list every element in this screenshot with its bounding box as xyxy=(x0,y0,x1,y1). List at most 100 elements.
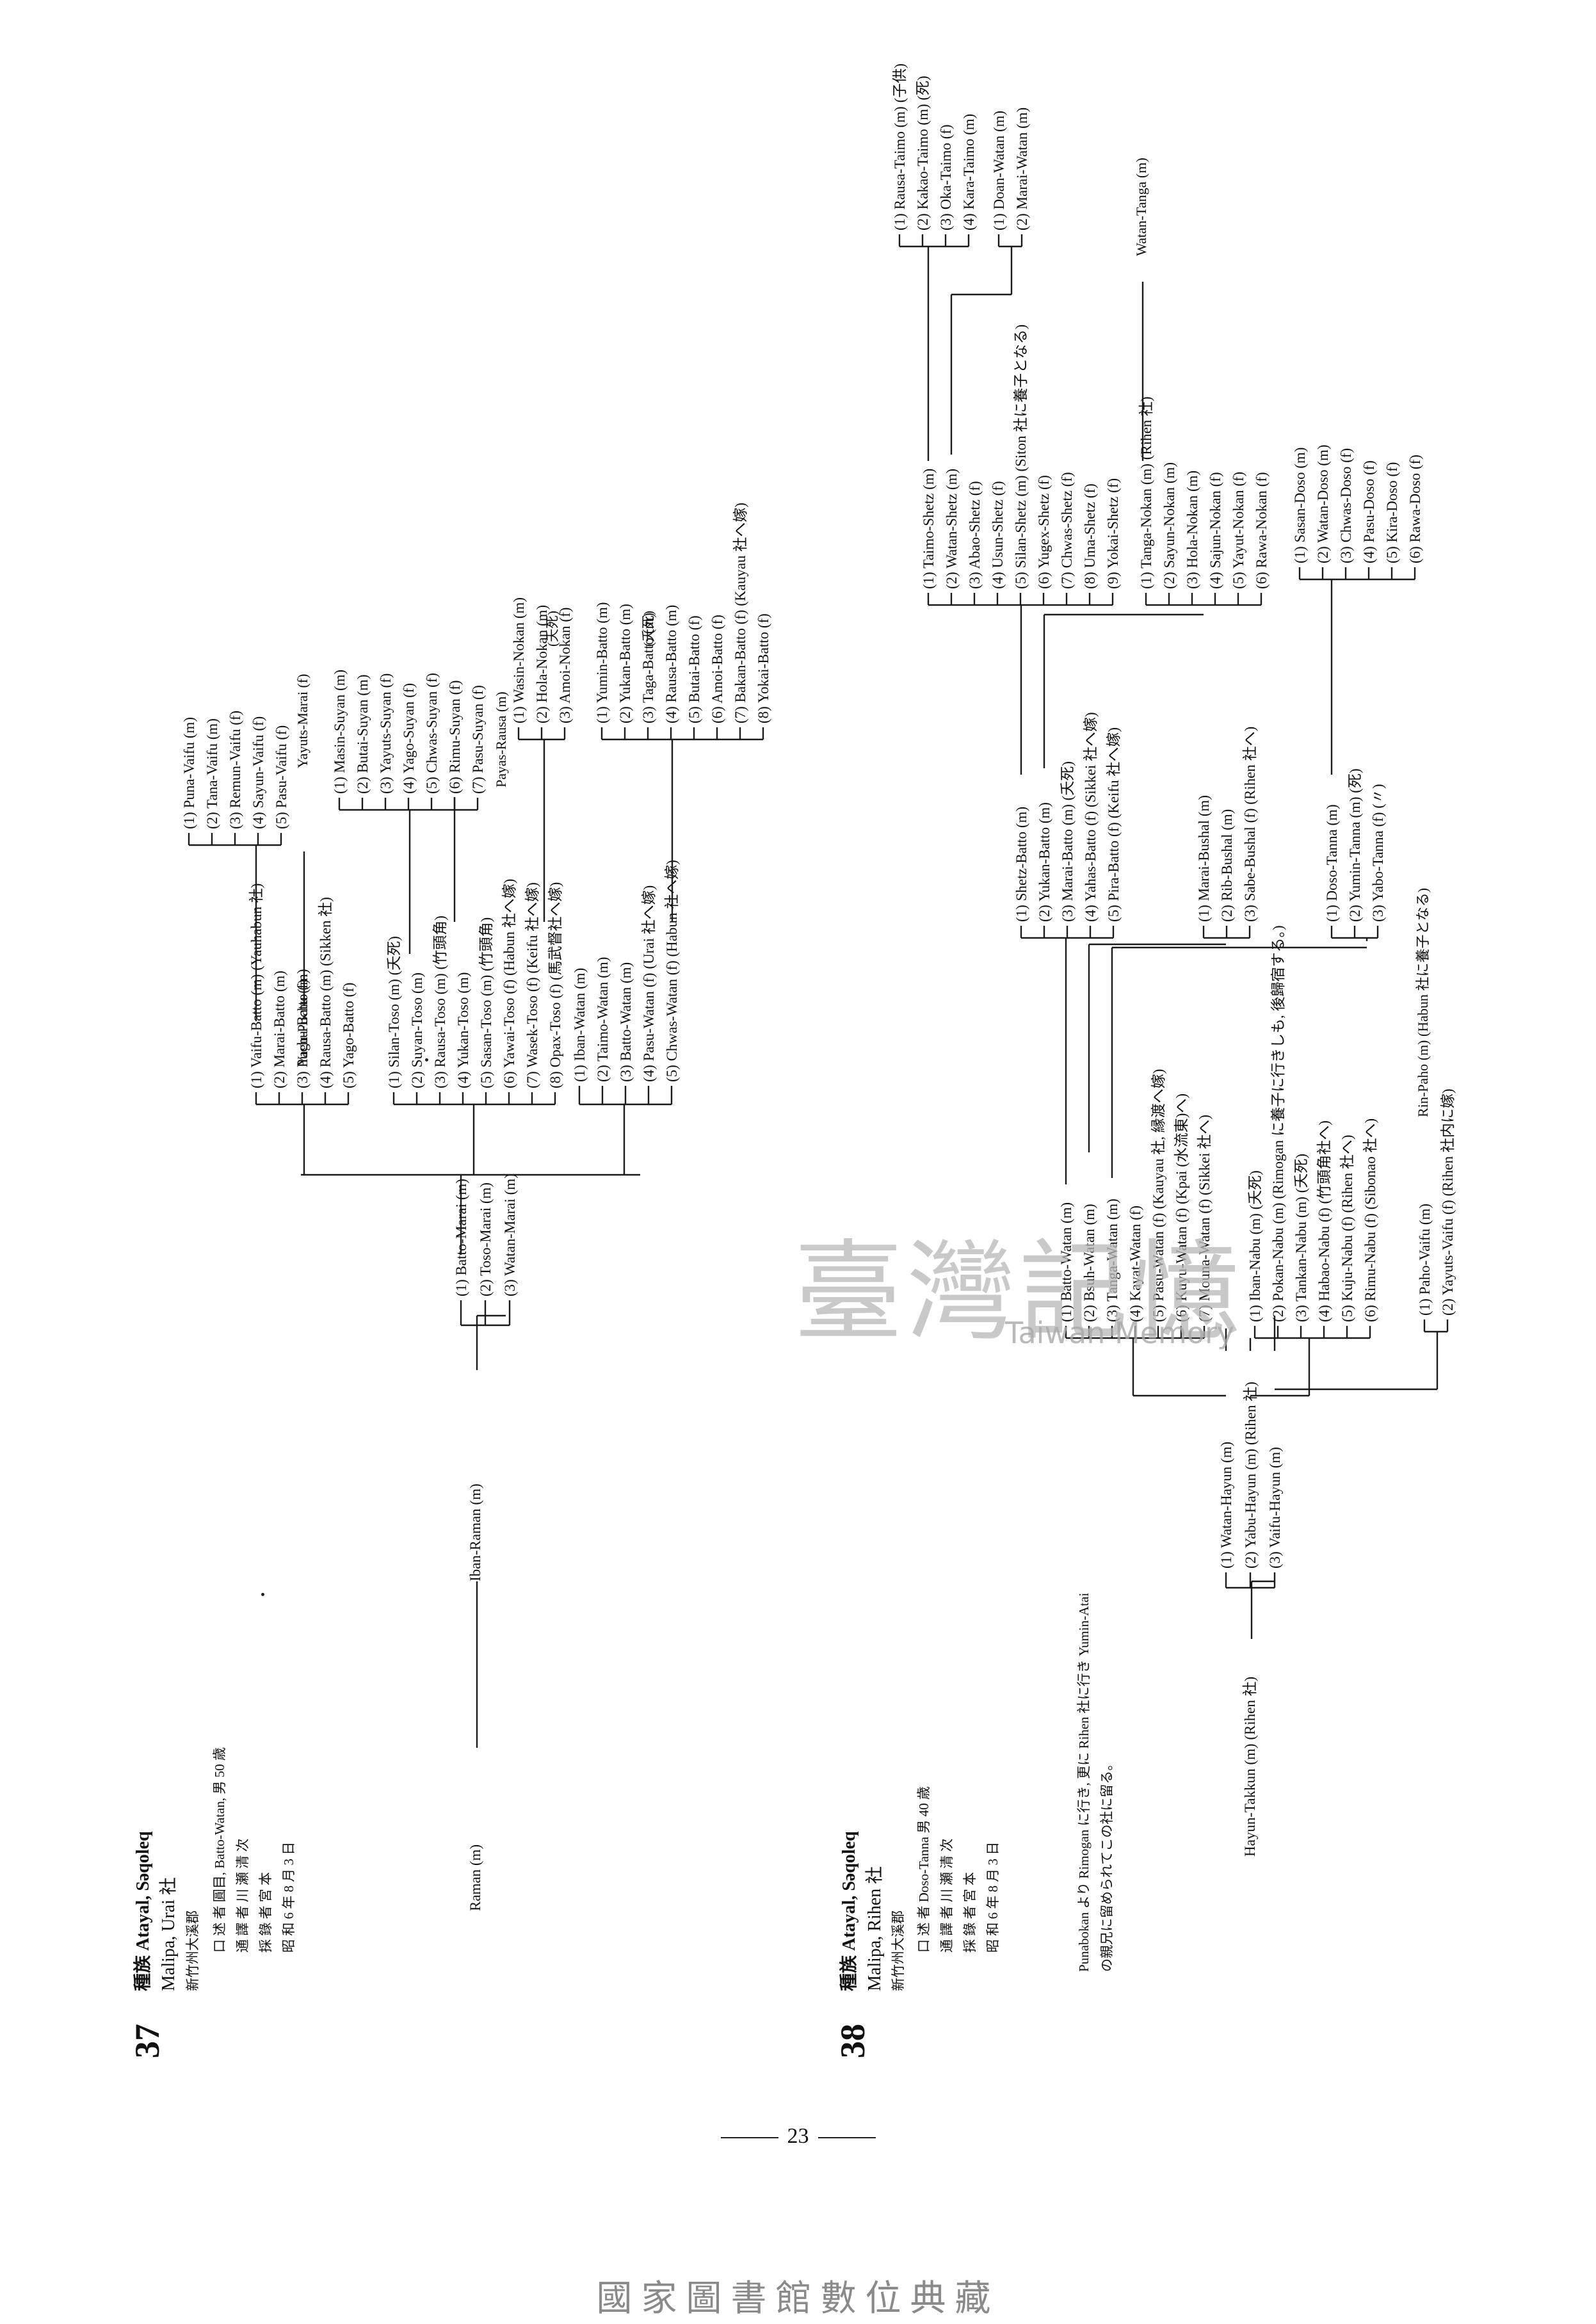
s37-watan-children-1: (1) Iban-Watan (m) xyxy=(572,968,588,1082)
print-speck xyxy=(425,1058,428,1061)
s37-toso-children-2: (2) Suyan-Toso (m) xyxy=(409,972,425,1088)
s38-gen2-1: (1) Watan-Hayun (m) xyxy=(1218,1442,1234,1569)
s38-doso-children-2: (2) Watan-Doso (m) xyxy=(1315,444,1331,563)
s37-toso-children-8: (8) Opax-Toso (f) (馬武督社へ嫁) xyxy=(547,882,563,1088)
s38-nokan-children-1: (1) Tanga-Nokan (m) (Rihen 社) xyxy=(1138,396,1154,589)
s37-suyan-children-7: (7) Pasu-Suyan (f) xyxy=(470,685,486,794)
s37-gen2-2: (2) Toso-Marai (m) xyxy=(478,1182,494,1296)
s37-toso-children-3: (3) Rausa-Toso (m) (竹頭角) xyxy=(432,916,448,1088)
s38-shetz-children-2: (2) Watan-Shetz (m) xyxy=(944,469,960,589)
s38-watan-children-2: (2) Bsuh-Watan (m) xyxy=(1081,1204,1097,1322)
print-speck xyxy=(261,1593,264,1596)
s37-vaifu-children-5: (5) Pasu-Vaifu (f) xyxy=(273,725,289,829)
s38-doso-children-5: (5) Kira-Doso (f) xyxy=(1384,462,1400,563)
s38-bushal-children-3: (3) Sabe-Bushal (f) (Rihen 社へ) xyxy=(1242,727,1258,922)
section-38-note-1: Punabokan より Rimogan に行き, 更に Rihen 社に行き … xyxy=(1076,1593,1092,1972)
s38-taimo-children-4: (4) Kara-Taimo (m) xyxy=(961,114,977,230)
s38-tanna-children-2: (2) Yumin-Tanna (m) (死) xyxy=(1347,768,1363,922)
taiwan-memory-watermark: 臺灣記憶 Taiwan Memory xyxy=(794,1204,1280,1396)
section-38-interpreter: 通 譯 者 川 瀬 清 次 xyxy=(939,1839,955,1953)
s38-watan-tanga: Watan-Tanga (m) xyxy=(1133,157,1149,256)
s37-grand-batto-children-4: (4) Rausa-Batto (m) xyxy=(663,605,679,723)
watermark-main-text: 臺灣記憶 xyxy=(794,1229,1245,1356)
section-37-date: 昭 和 6 年 8 月 3 日 xyxy=(281,1842,296,1953)
s38-nokan-children-6: (6) Rawa-Nokan (f) xyxy=(1253,472,1270,589)
s38-shetz-children-8: (8) Uma-Shetz (f) xyxy=(1082,483,1098,589)
s38-shetz-generation-5: (5) Pira-Batto (f) (Keifu 社へ嫁) xyxy=(1106,727,1122,922)
section-38-recorder: 採 錄 者 宮 本 xyxy=(962,1872,978,1953)
s38-vaifu-children-1: (1) Paho-Vaifu (m) xyxy=(1417,1204,1433,1316)
s37-suyan-children-3: (3) Yayuts-Suyan (f) xyxy=(378,674,394,794)
section-38-note-2: の親兄に留められてこの社に留る。 xyxy=(1099,1757,1115,1972)
s38-watan-children-1: (1) Batto-Watan (m) xyxy=(1058,1202,1074,1322)
page-number-rule-right xyxy=(818,2137,876,2139)
page-number-rule-left xyxy=(720,2137,778,2139)
s37-toso-children-7: (7) Wasek-Toso (f) (Keifu 社へ嫁) xyxy=(524,882,540,1088)
s38-shetz-children-9: (9) Yokai-Shetz (f) xyxy=(1105,478,1121,589)
s37-batto-children-3: (3) Puchu-Batto (m) xyxy=(294,969,310,1088)
s37-iban-raman: Iban-Raman (m) xyxy=(467,1483,483,1581)
s37-grand-batto-children-6: (6) Amoi-Batto (f) xyxy=(709,615,725,723)
s38-watan-shetz-children-2: (2) Marai-Watan (m) xyxy=(1014,108,1030,230)
s38-shetz-generation-1: (1) Shetz-Batto (m) xyxy=(1013,807,1029,922)
s38-tanna-children-1: (1) Doso-Tanna (m) xyxy=(1324,804,1340,922)
s37-vaifu-children-4: (4) Sayun-Vaifu (f) xyxy=(250,716,266,829)
s38-gen2-2: (2) Yabu-Hayun (m) (Rihen 社) xyxy=(1243,1382,1259,1569)
s38-bushal-children-2: (2) Rib-Bushal (m) xyxy=(1219,809,1235,922)
s38-nabu-children-1: (1) Iban-Nabu (m) (夭死) xyxy=(1247,1170,1263,1322)
page-number: 23 xyxy=(0,2124,1596,2149)
section-37-number: 37 xyxy=(128,2024,166,2058)
s37-grand-batto-children-3: (3) Taga-Batto (m) xyxy=(640,613,656,723)
s38-nabu-children-5: (5) Kuju-Nabu (f) (Rihen 社へ) xyxy=(1339,1134,1355,1322)
section-37-interpreter: 通 譯 者 川 瀬 清 次 xyxy=(235,1839,250,1953)
s38-rin-paho: Rin-Paho (m) (Habun 社に養子となる) xyxy=(1415,888,1431,1117)
section-38-informant: 口 述 者 Doso-Tanna 男 40 歳 xyxy=(916,1786,931,1953)
s37-batto-note: (夭死) xyxy=(641,611,656,647)
s38-nokan-children-4: (4) Sajun-Nokan (f) xyxy=(1207,472,1223,589)
s38-taimo-children-3: (3) Oka-Taimo (f) xyxy=(938,124,954,230)
section-37-district: 新竹州大溪郡 xyxy=(185,1910,200,1991)
section-38-district: 新竹州大溪郡 xyxy=(891,1910,906,1991)
s37-grand-batto-children-8: (8) Yokai-Batto (f) xyxy=(755,613,771,723)
watermark-sub-text: Taiwan Memory xyxy=(1005,1316,1235,1350)
section-38-village: Malipa, Rihen 社 xyxy=(864,1866,885,1991)
s37-payas-rausa: Payas-Rausa (m) xyxy=(493,691,509,787)
s37-nokan-note: (夭死) xyxy=(545,611,560,647)
section-37-informant: 口 述 者 圓目, Batto-Watan, 男 50 歳 xyxy=(212,1747,227,1953)
s37-yayuts-marai: Yayuts-Marai (f) xyxy=(294,674,310,768)
s37-yagu-puchu: Yagu-Puchu (f) xyxy=(294,980,310,1066)
s38-shetz-children-7: (7) Chwas-Shetz (f) xyxy=(1059,472,1075,589)
s37-grand-batto-children-2: (2) Yukan-Batto (m) xyxy=(617,604,633,723)
s37-grand-batto-children-7: (7) Bakan-Batto (f) (Kauyau 社へ嫁) xyxy=(732,503,748,723)
s38-doso-children-4: (4) Pasu-Doso (f) xyxy=(1361,460,1377,563)
s38-doso-children-3: (3) Chwas-Doso (f) xyxy=(1338,448,1354,563)
s38-watan-children-3: (3) Tanga-Watan (m) xyxy=(1104,1198,1120,1322)
s38-watan-children-7: (7) Mouna-Watan (f) (Sikkei 社へ) xyxy=(1197,1115,1213,1322)
section-38-tribe: 種族 Atayal, Sәqoleq xyxy=(838,1831,859,1991)
section-37-tribe: 種族 Atayal, Sәqoleq xyxy=(132,1831,153,1991)
s37-watan-children-3: (3) Batto-Watan (m) xyxy=(618,962,634,1082)
s37-toso-children-5: (5) Sasan-Toso (m) (竹頭角) xyxy=(478,917,494,1088)
s38-bushal-children-1: (1) Marai-Bushal (m) xyxy=(1196,795,1212,922)
s37-toso-children-4: (4) Yukan-Toso (m) xyxy=(455,972,471,1089)
section-38-number: 38 xyxy=(834,2024,872,2058)
s37-root-person: Raman (m) xyxy=(467,1844,483,1911)
s37-nokan-children-3: (3) Amoi-Nokan (f) xyxy=(557,608,573,723)
s37-suyan-children-6: (6) Rimu-Suyan (f) xyxy=(447,680,463,794)
s37-batto-children-2: (2) Marai-Batto (m) xyxy=(271,971,287,1088)
library-footer: 國家圖書館數位典藏 xyxy=(596,2278,1000,2320)
s38-doso-children-1: (1) Sasan-Doso (m) xyxy=(1292,448,1308,563)
section-38-date: 昭 和 6 年 8 月 3 日 xyxy=(985,1842,1001,1953)
s38-root-person: Hayun-Takkun (m) (Rihen 社) xyxy=(1242,1677,1258,1857)
s38-nabu-children-2: (2) Pokan-Nabu (m) (Rimogan に養子に行きしも, 後歸… xyxy=(1270,925,1286,1322)
s37-batto-children-4: (4) Rausa-Batto (m) (Sikken 社) xyxy=(318,897,334,1088)
s37-vaifu-children-1: (1) Puna-Vaifu (m) xyxy=(181,717,197,829)
s38-shetz-children-5: (5) Silan-Shetz (m) (Siton 社に養子となる) xyxy=(1013,325,1029,589)
section-37-village: Malipa, Urai 社 xyxy=(158,1877,179,1991)
section-37-recorder: 採 錄 者 宮 本 xyxy=(258,1872,273,1953)
s37-toso-children-6: (6) Yawai-Toso (f) (Habun 社へ嫁) xyxy=(501,879,517,1088)
s38-nabu-children-6: (6) Rimu-Nabu (f) (Sibonao 社へ) xyxy=(1362,1118,1378,1322)
s38-shetz-children-3: (3) Abao-Shetz (f) xyxy=(967,481,983,589)
s38-taimo-children-2: (2) Kakao-Taimo (m) (死) xyxy=(915,76,931,230)
